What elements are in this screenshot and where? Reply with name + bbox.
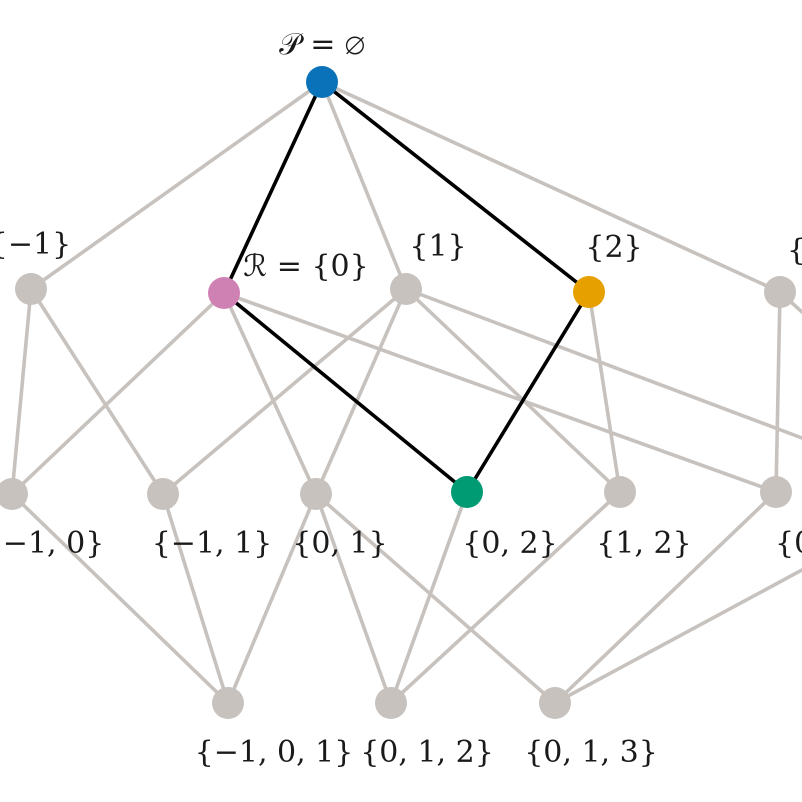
edge-n0-m10 <box>10 291 226 496</box>
node-n3 <box>764 276 796 308</box>
node-n2 <box>573 276 605 308</box>
node-label-m1: {−1} <box>0 227 71 262</box>
edge-n0-n0x <box>222 291 778 494</box>
edge-n0-n01 <box>222 291 318 496</box>
node-n02 <box>451 476 483 508</box>
labels-layer: 𝒫 = ∅ {−1} ℛ = {0} {1} {2} { {−1, 0} {−1, 1} {0,… <box>0 27 802 770</box>
highlighted-edge-n0-n02 <box>222 291 469 494</box>
node-n012 <box>375 687 407 719</box>
edge-n2-n12 <box>587 290 622 494</box>
node-m10 <box>0 478 28 510</box>
highlighted-edge-empty-n2 <box>320 80 591 294</box>
edge-n1-n01 <box>314 287 408 496</box>
edge-n3-n0x <box>774 290 782 494</box>
edge-m1-m10 <box>10 287 33 496</box>
edge-n013-offright3 <box>553 568 802 705</box>
node-n12 <box>604 476 636 508</box>
node-label-m11: {−1, 1} <box>152 526 273 561</box>
node-n0x <box>760 476 792 508</box>
node-empty <box>306 66 338 98</box>
node-n0 <box>208 277 240 309</box>
node-label-n02: {0, 2} <box>462 526 557 561</box>
highlighted-edge-n2-n02 <box>465 290 591 494</box>
node-n013 <box>539 687 571 719</box>
node-m1 <box>15 273 47 305</box>
edge-n02-n012 <box>389 490 469 705</box>
node-label-n3: { <box>787 233 802 268</box>
node-label-n012: {0, 1, 2} <box>360 735 494 770</box>
node-label-n013: {0, 1, 3} <box>524 735 658 770</box>
node-label-n0: ℛ = {0} <box>243 249 368 284</box>
edge-empty-n3 <box>320 80 782 294</box>
edge-empty-m1 <box>29 80 324 291</box>
edges-layer <box>10 80 802 705</box>
node-label-n12: {1, 2} <box>596 526 691 561</box>
node-label-m10: {−1, 0} <box>0 526 104 561</box>
edge-n1-offright <box>404 287 802 440</box>
highlighted-edge-empty-n0 <box>222 80 324 295</box>
node-m101 <box>212 687 244 719</box>
edge-n0x-n013 <box>553 490 778 705</box>
node-n1 <box>390 273 422 305</box>
edge-n1-m11 <box>161 287 408 496</box>
edge-m1-m11 <box>29 287 165 496</box>
edge-n01-m101 <box>226 492 318 705</box>
node-label-m101: {−1, 0, 1} <box>195 735 354 770</box>
node-label-n1: {1} <box>409 229 466 264</box>
edge-n12-n012 <box>389 490 622 705</box>
edge-m10-m101 <box>10 492 230 705</box>
node-label-n01: {0, 1} <box>292 526 387 561</box>
edge-m11-m101 <box>161 492 230 705</box>
nodes-layer <box>0 66 796 719</box>
node-m11 <box>147 478 179 510</box>
edge-n01-n013 <box>314 492 557 705</box>
edge-n01-n012 <box>314 492 393 705</box>
node-label-n0x: {0 <box>775 526 802 561</box>
node-n01 <box>300 478 332 510</box>
edge-empty-n1 <box>320 80 408 291</box>
node-label-empty: 𝒫 = ∅ <box>279 27 365 62</box>
node-label-n2: {2} <box>585 230 642 265</box>
edge-n1-n12 <box>404 287 622 494</box>
